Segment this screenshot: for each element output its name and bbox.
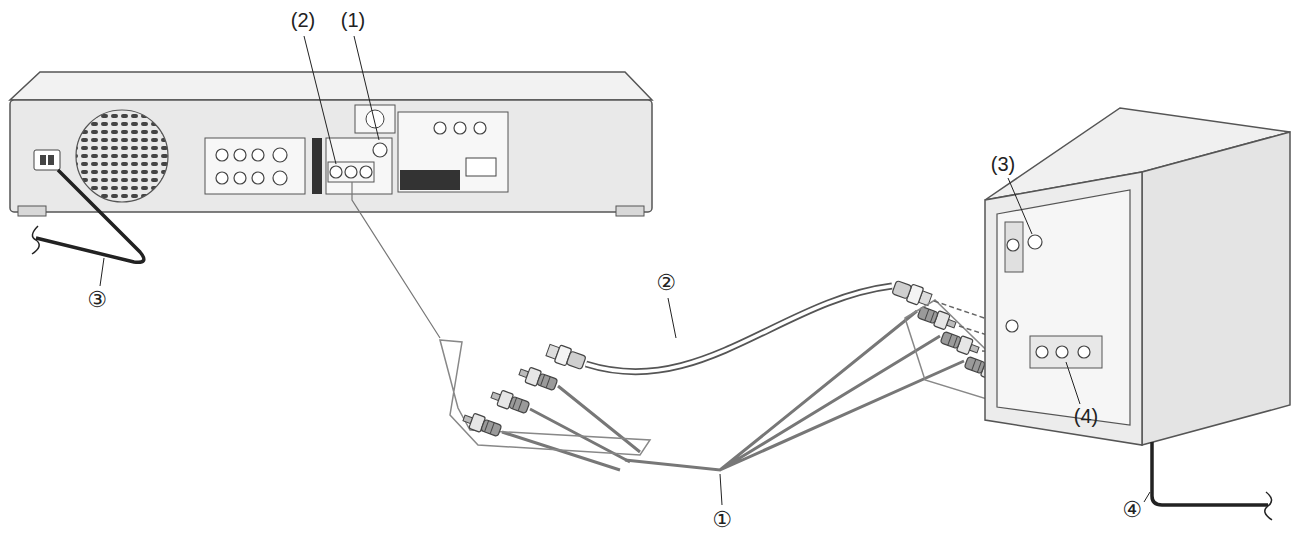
callout-number: (3)	[991, 154, 1015, 174]
power-cord	[36, 170, 144, 262]
callout-number: ④	[1122, 499, 1142, 521]
leader-line	[354, 36, 379, 140]
callout-number: ①	[712, 509, 732, 531]
callout-number: ②	[656, 272, 676, 294]
callout-number: (1)	[341, 10, 365, 30]
callout-number: (4)	[1074, 406, 1098, 426]
leader-line	[668, 298, 676, 338]
leader-line	[1008, 178, 1032, 234]
av-cable	[625, 311, 964, 470]
leader-line	[1066, 362, 1080, 404]
power-cord	[1152, 442, 1268, 505]
callout-number: ③	[87, 289, 107, 311]
s-video-cable	[586, 286, 892, 372]
leader-line	[720, 474, 722, 505]
leader-line	[1144, 492, 1150, 502]
leader-line	[304, 36, 336, 164]
leader-line	[100, 258, 104, 286]
television	[985, 108, 1290, 445]
callout-number: (2)	[291, 10, 315, 30]
